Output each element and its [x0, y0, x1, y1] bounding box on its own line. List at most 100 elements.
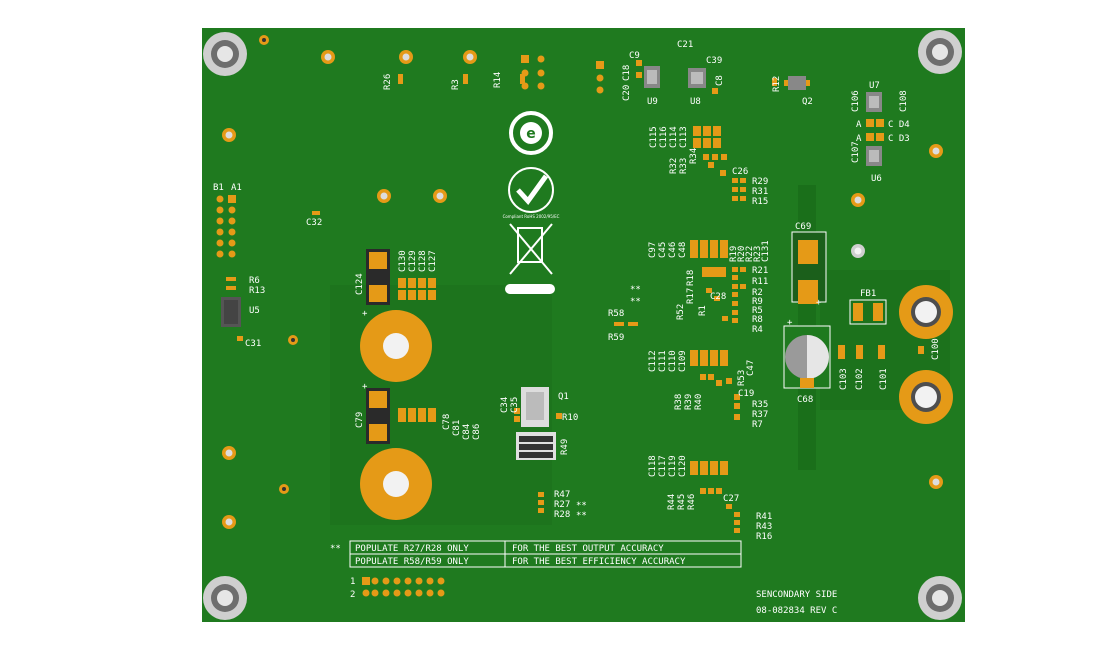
- svg-text:Compliant RoHS 2002/95/EC: Compliant RoHS 2002/95/EC: [503, 214, 560, 219]
- ref-c27: C27: [723, 494, 739, 504]
- ref-a2a: A: [856, 134, 862, 144]
- ref-a1: A1: [231, 183, 242, 193]
- ref-r22: R22: [745, 246, 755, 262]
- tht-pad-right-bottom: [899, 370, 953, 424]
- ref-c8: C8: [715, 75, 725, 86]
- ref-r49: R49: [560, 439, 570, 455]
- mounting-hole-bottom-right: [918, 576, 962, 620]
- ref-c127: C127: [428, 250, 438, 272]
- note-table: [349, 540, 742, 568]
- ref-r17: R17: [686, 288, 696, 304]
- ref-r28: R28: [554, 510, 570, 520]
- ref-r47: R47: [554, 490, 570, 500]
- ref-c20: C20: [622, 85, 632, 101]
- ref-r21: R21: [752, 266, 768, 276]
- ref-c120: C120: [678, 455, 688, 477]
- ref-r58: R58: [608, 309, 624, 319]
- ref-r2: R2: [752, 288, 763, 298]
- stars-marker-r28: **: [576, 511, 587, 521]
- note-row-1-left: POPULATE R27/R28 ONLY: [355, 544, 469, 554]
- ref-r16: R16: [756, 532, 772, 542]
- ref-c103: C103: [839, 368, 849, 390]
- svg-text:e: e: [526, 126, 536, 142]
- weee-bin-logo: [505, 223, 555, 294]
- ref-c78: C78: [442, 414, 452, 430]
- ref-c116: C116: [659, 126, 669, 148]
- ic-u8: [688, 68, 706, 88]
- ref-c79: C79: [355, 412, 365, 428]
- ref-c128: C128: [418, 250, 428, 272]
- ref-c34: C34: [500, 397, 510, 413]
- ref-c21: C21: [677, 40, 693, 50]
- ref-r18: R18: [686, 270, 696, 286]
- mounting-hole-bottom-left: [203, 576, 247, 620]
- ref-c114: C114: [669, 126, 679, 148]
- ref-c84: C84: [462, 424, 472, 440]
- header-j-bottom: [362, 577, 445, 597]
- ref-c48: C48: [678, 242, 688, 258]
- ref-u8: U8: [690, 97, 701, 107]
- ic-u5: [221, 297, 241, 327]
- ref-r10: R10: [562, 413, 578, 423]
- ref-c113: C113: [679, 126, 689, 148]
- cap-c124: [366, 249, 390, 305]
- ref-r34: R34: [689, 148, 699, 164]
- ref-r41: R41: [756, 512, 772, 522]
- ref-r35: R35: [752, 400, 768, 410]
- polarity-c79: +: [362, 382, 368, 392]
- ref-r26: R26: [383, 74, 393, 90]
- ref-d3: C D3: [888, 134, 910, 144]
- ref-r19: R19: [729, 246, 739, 262]
- ref-c32: C32: [306, 218, 322, 228]
- stars-marker-1: **: [630, 285, 641, 295]
- mounting-hole-top-left: [203, 32, 247, 76]
- ref-c102: C102: [855, 368, 865, 390]
- ref-r23: R23: [753, 246, 763, 262]
- ref-r20: R20: [737, 246, 747, 262]
- ref-r45: R45: [677, 494, 687, 510]
- ref-c46: C46: [668, 242, 678, 258]
- ref-c47: C47: [746, 360, 756, 376]
- ic-u9: [644, 66, 660, 88]
- resistor-r49: [516, 432, 556, 460]
- ref-r1: R1: [698, 305, 708, 316]
- e-recycle-logo: e: [509, 111, 553, 155]
- ref-r43: R43: [756, 522, 772, 532]
- mounting-hole-top-right: [918, 30, 962, 74]
- polarity-c69: +: [816, 298, 822, 308]
- board-side-label: SENCONDARY SIDE: [756, 590, 837, 600]
- ref-r6: R6: [249, 276, 260, 286]
- ref-c86: C86: [472, 424, 482, 440]
- ref-c106: C106: [851, 90, 861, 112]
- ref-c97: C97: [648, 242, 658, 258]
- ic-u6: [866, 146, 882, 166]
- ref-r11: R11: [752, 277, 768, 287]
- ref-a1a: A: [856, 120, 862, 130]
- ref-r12: R12: [772, 76, 782, 92]
- ref-r46: R46: [687, 494, 697, 510]
- ref-c112: C112: [648, 350, 658, 372]
- ref-r38: R38: [674, 394, 684, 410]
- ref-r40: R40: [694, 394, 704, 410]
- ref-r13: R13: [249, 286, 265, 296]
- ref-c101: C101: [879, 368, 889, 390]
- cap-c69: [791, 231, 827, 304]
- ref-c129: C129: [408, 250, 418, 272]
- ref-r15: R15: [752, 197, 768, 207]
- ref-c81: C81: [452, 420, 462, 436]
- ref-r29: R29: [752, 177, 768, 187]
- ref-c119: C119: [668, 455, 678, 477]
- ref-r33: R33: [679, 158, 689, 174]
- tht-pad-right-top: [899, 285, 953, 339]
- stars-marker-r27: **: [576, 501, 587, 511]
- ref-c115: C115: [649, 126, 659, 148]
- ref-c100: C100: [931, 338, 941, 360]
- ref-c109: C109: [678, 350, 688, 372]
- connector-pin2-label: 2: [350, 590, 355, 600]
- ref-u5: U5: [249, 306, 260, 316]
- ref-c69: C69: [795, 222, 811, 232]
- ref-c68: C68: [797, 395, 813, 405]
- ic-q1: [521, 387, 549, 427]
- ref-r27: R27: [554, 500, 570, 510]
